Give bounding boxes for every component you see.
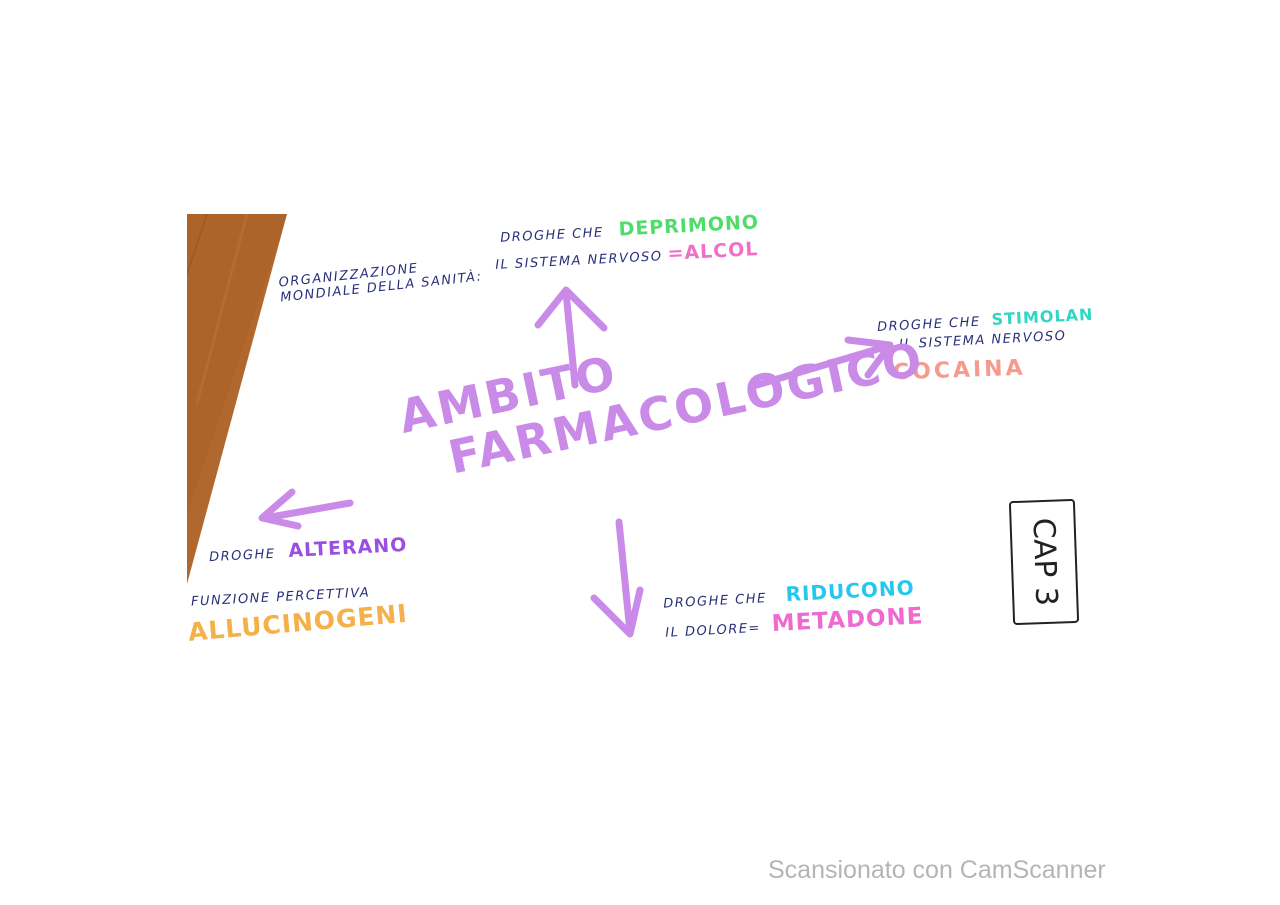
chapter-label: CAP 3 (1025, 517, 1064, 607)
camscanner-watermark: Scansionato con CamScanner (768, 856, 1106, 884)
wood-table-background (187, 214, 287, 584)
arrow-left (258, 488, 354, 530)
chapter-box: CAP 3 (1008, 498, 1080, 626)
arrow-right (753, 336, 894, 389)
arrow-up (534, 286, 608, 389)
scanned-sheet: ORGANIZZAZIONE MONDIALE DELLA SANITÀ: DR… (187, 214, 1092, 659)
arrow-down (590, 518, 644, 638)
